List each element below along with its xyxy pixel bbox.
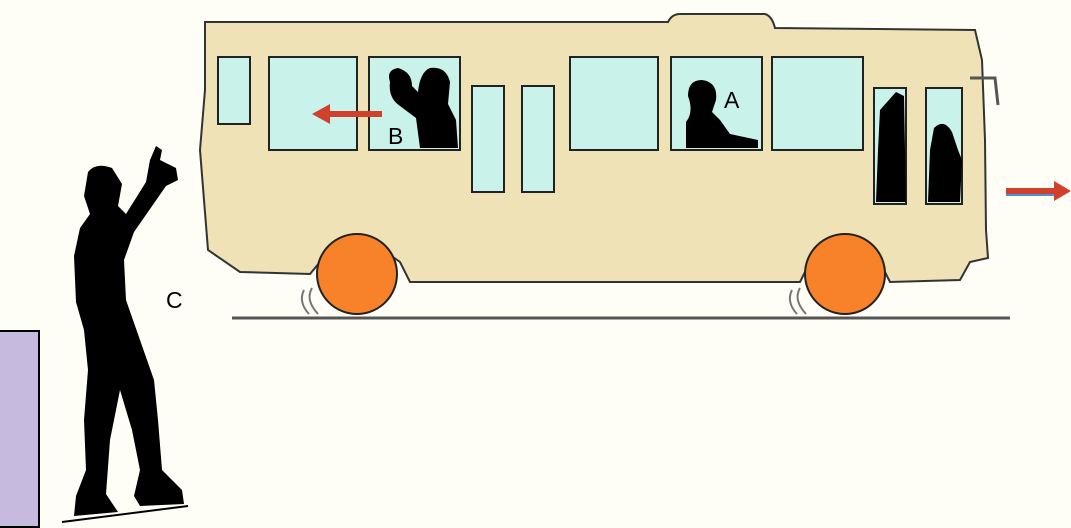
window-b-left [268,56,358,151]
wheel-rear [300,233,398,315]
window-middle [569,56,659,151]
driver-silhouette [928,123,962,202]
window-right [771,56,864,151]
person-c-silhouette [74,146,184,516]
door-window-2 [521,85,555,193]
wheel-front [788,233,886,315]
arrow-left-icon [312,104,382,124]
window-small [217,56,251,125]
ground-line [61,505,189,523]
bus-windows [217,56,963,205]
arrow-right-icon [1006,181,1071,201]
label-c: C [166,287,183,313]
label-b: B [388,123,403,149]
label-a: A [724,87,740,113]
passenger-a-silhouette [686,80,758,148]
mirror-icon [970,76,1000,106]
door-silhouette [876,92,906,202]
passenger-b-silhouette [389,67,458,148]
side-panel [0,330,40,528]
door-window-1 [471,85,505,193]
